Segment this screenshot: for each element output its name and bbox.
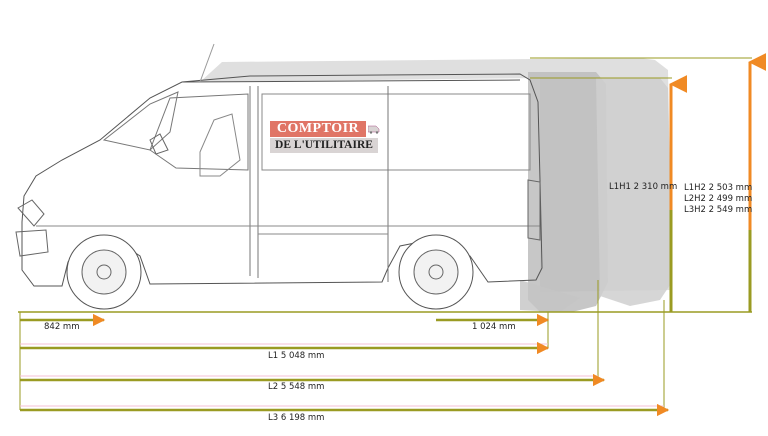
rear-lamp bbox=[527, 179, 541, 241]
height-high-label-2: L2H2 2 499 mm bbox=[684, 194, 753, 204]
logo-line-2: DE L'UTILITAIRE bbox=[270, 138, 378, 153]
mirror bbox=[149, 133, 169, 155]
ghost-body-l3 bbox=[596, 78, 672, 306]
grille bbox=[15, 229, 49, 257]
ghost-rear-l3 bbox=[520, 280, 580, 312]
ghost-silhouettes bbox=[200, 58, 672, 312]
side-window bbox=[149, 93, 249, 171]
front-overhang-label: 842 mm bbox=[44, 322, 80, 332]
seat bbox=[199, 113, 241, 177]
logo-van-icon bbox=[368, 125, 380, 134]
rear-wheel bbox=[398, 234, 474, 310]
height-low-label: L1H1 2 310 mm bbox=[609, 182, 678, 192]
windshield bbox=[102, 91, 179, 151]
l3-length-label: L3 6 198 mm bbox=[268, 413, 325, 423]
antenna bbox=[199, 43, 215, 83]
l1-length-label: L1 5 048 mm bbox=[268, 351, 325, 361]
rear-overhang-label: 1 024 mm bbox=[472, 322, 516, 332]
front-wheel bbox=[66, 234, 142, 310]
roof-line bbox=[181, 79, 521, 83]
l2-length-label: L2 5 548 mm bbox=[268, 382, 325, 392]
headlight bbox=[17, 199, 45, 227]
height-high-label-1: L1H2 2 503 mm bbox=[684, 183, 753, 193]
height-high-label-3: L3H2 2 549 mm bbox=[684, 205, 753, 215]
comptoir-logo: COMPTOIR DE L'UTILITAIRE bbox=[270, 121, 380, 157]
ghost-body-l2 bbox=[528, 72, 608, 312]
cargo-window bbox=[261, 93, 531, 171]
logo-line-1: COMPTOIR bbox=[270, 121, 366, 137]
